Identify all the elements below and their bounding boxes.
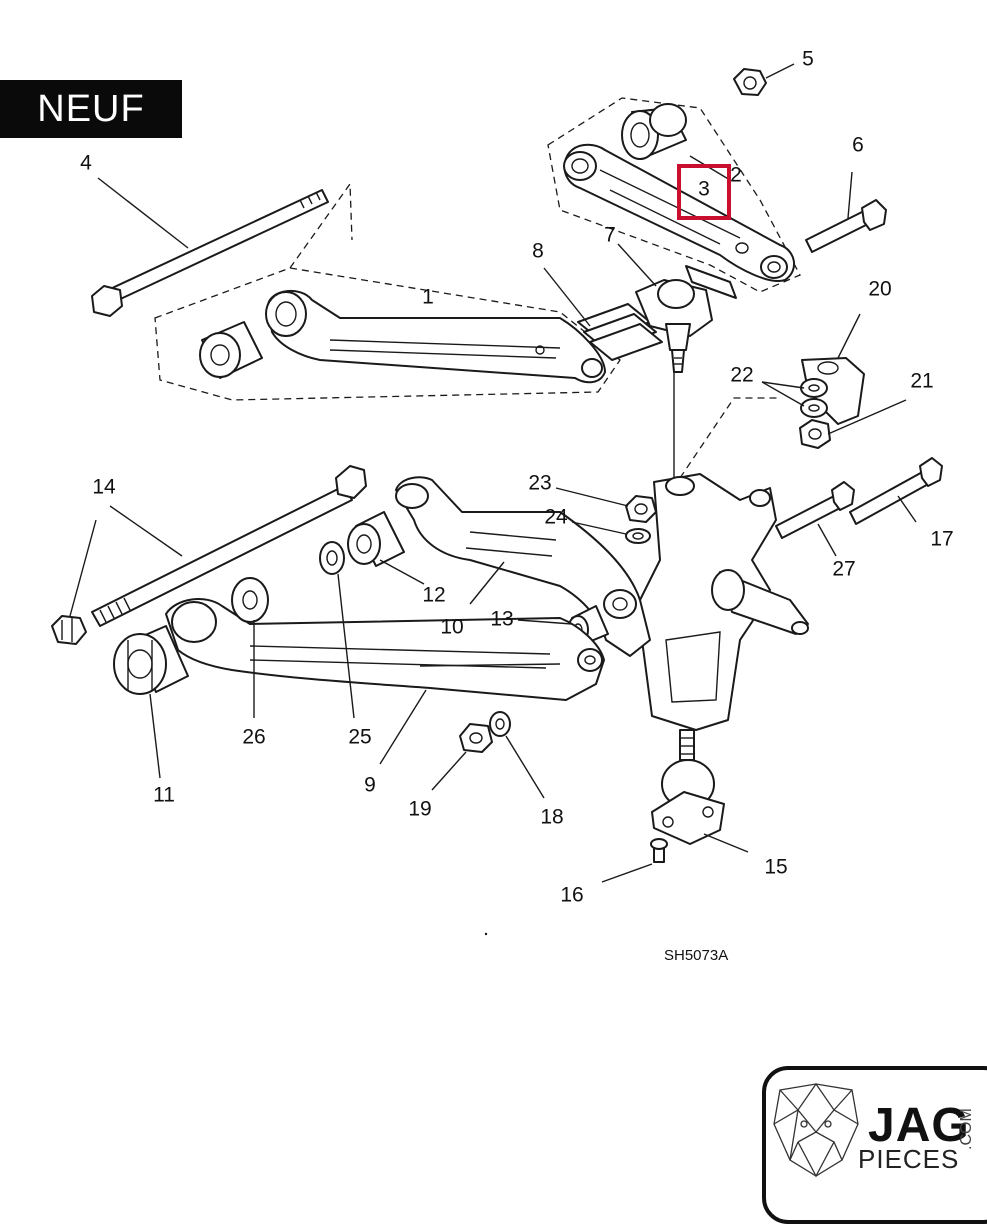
label-9: 9 bbox=[364, 774, 376, 797]
suspension-exploded-diagram: 5 2 6 4 7 8 1 20 22 21 14 23 24 17 27 12… bbox=[51, 48, 954, 964]
highlight-box-part-3 bbox=[677, 164, 731, 220]
label-12: 12 bbox=[422, 584, 445, 607]
part-18-washer bbox=[489, 711, 511, 737]
part-10-upper-wishbone bbox=[395, 476, 651, 657]
label-2: 2 bbox=[730, 164, 742, 187]
part-24-washer bbox=[625, 528, 651, 544]
label-14: 14 bbox=[92, 476, 116, 499]
label-20: 20 bbox=[868, 278, 891, 301]
label-8: 8 bbox=[532, 240, 544, 263]
new-badge-text: NEUF bbox=[37, 87, 145, 130]
part-27-bolt bbox=[775, 481, 855, 539]
part-7-upper-ball-joint bbox=[635, 279, 713, 373]
part-12-bush bbox=[347, 511, 405, 567]
part-6-bolt bbox=[805, 199, 887, 253]
label-23: 23 bbox=[528, 472, 551, 495]
part-5-nut bbox=[733, 68, 767, 96]
part-3-bush bbox=[621, 103, 687, 160]
new-badge: NEUF bbox=[0, 80, 182, 138]
label-24: 24 bbox=[544, 506, 568, 529]
label-16: 16 bbox=[560, 884, 583, 907]
label-21: 21 bbox=[910, 370, 933, 393]
label-5: 5 bbox=[802, 48, 814, 71]
part-1-link-arm bbox=[154, 182, 621, 401]
label-4: 4 bbox=[80, 152, 92, 175]
label-19: 19 bbox=[408, 798, 431, 821]
jaguar-head-icon bbox=[773, 1082, 859, 1178]
logo-jag-text: JAG bbox=[868, 1099, 970, 1152]
part-21-nut bbox=[799, 419, 831, 449]
label-7: 7 bbox=[604, 224, 616, 247]
label-27: 27 bbox=[832, 558, 855, 581]
part-11-bush bbox=[113, 625, 189, 695]
label-6: 6 bbox=[852, 134, 864, 157]
label-3: 3 bbox=[698, 178, 710, 201]
part-23-nut bbox=[625, 495, 657, 523]
part-4-long-bolt bbox=[91, 189, 329, 317]
label-17: 17 bbox=[930, 528, 953, 551]
label-26: 26 bbox=[242, 726, 265, 749]
part-14-castle-nut bbox=[51, 615, 87, 645]
logo-pieces-text: PIECES bbox=[858, 1144, 960, 1174]
label-15: 15 bbox=[764, 856, 787, 879]
part-8-shims bbox=[577, 265, 737, 361]
part-26-washer bbox=[231, 577, 269, 623]
stray-dot bbox=[484, 932, 488, 936]
leader-lines bbox=[69, 63, 917, 883]
label-1: 1 bbox=[422, 286, 434, 309]
logo-com-text: .COM bbox=[958, 1108, 975, 1150]
part-9-lower-wishbone bbox=[165, 598, 605, 701]
label-25: 25 bbox=[348, 726, 371, 749]
part-25-washer bbox=[319, 541, 345, 575]
part-19-nut bbox=[459, 723, 493, 753]
part-15-lower-ball-joint bbox=[651, 729, 725, 845]
part-14-long-bolt bbox=[91, 465, 367, 627]
hub-knuckle bbox=[629, 372, 809, 731]
label-11: 11 bbox=[153, 784, 175, 807]
diagram-reference: SH5073A bbox=[664, 947, 728, 964]
label-13: 13 bbox=[490, 608, 513, 631]
label-18: 18 bbox=[540, 806, 563, 829]
label-22: 22 bbox=[730, 364, 753, 387]
part-16-screw bbox=[650, 838, 668, 863]
label-10: 10 bbox=[440, 616, 463, 639]
part-17-bolt bbox=[849, 457, 943, 525]
